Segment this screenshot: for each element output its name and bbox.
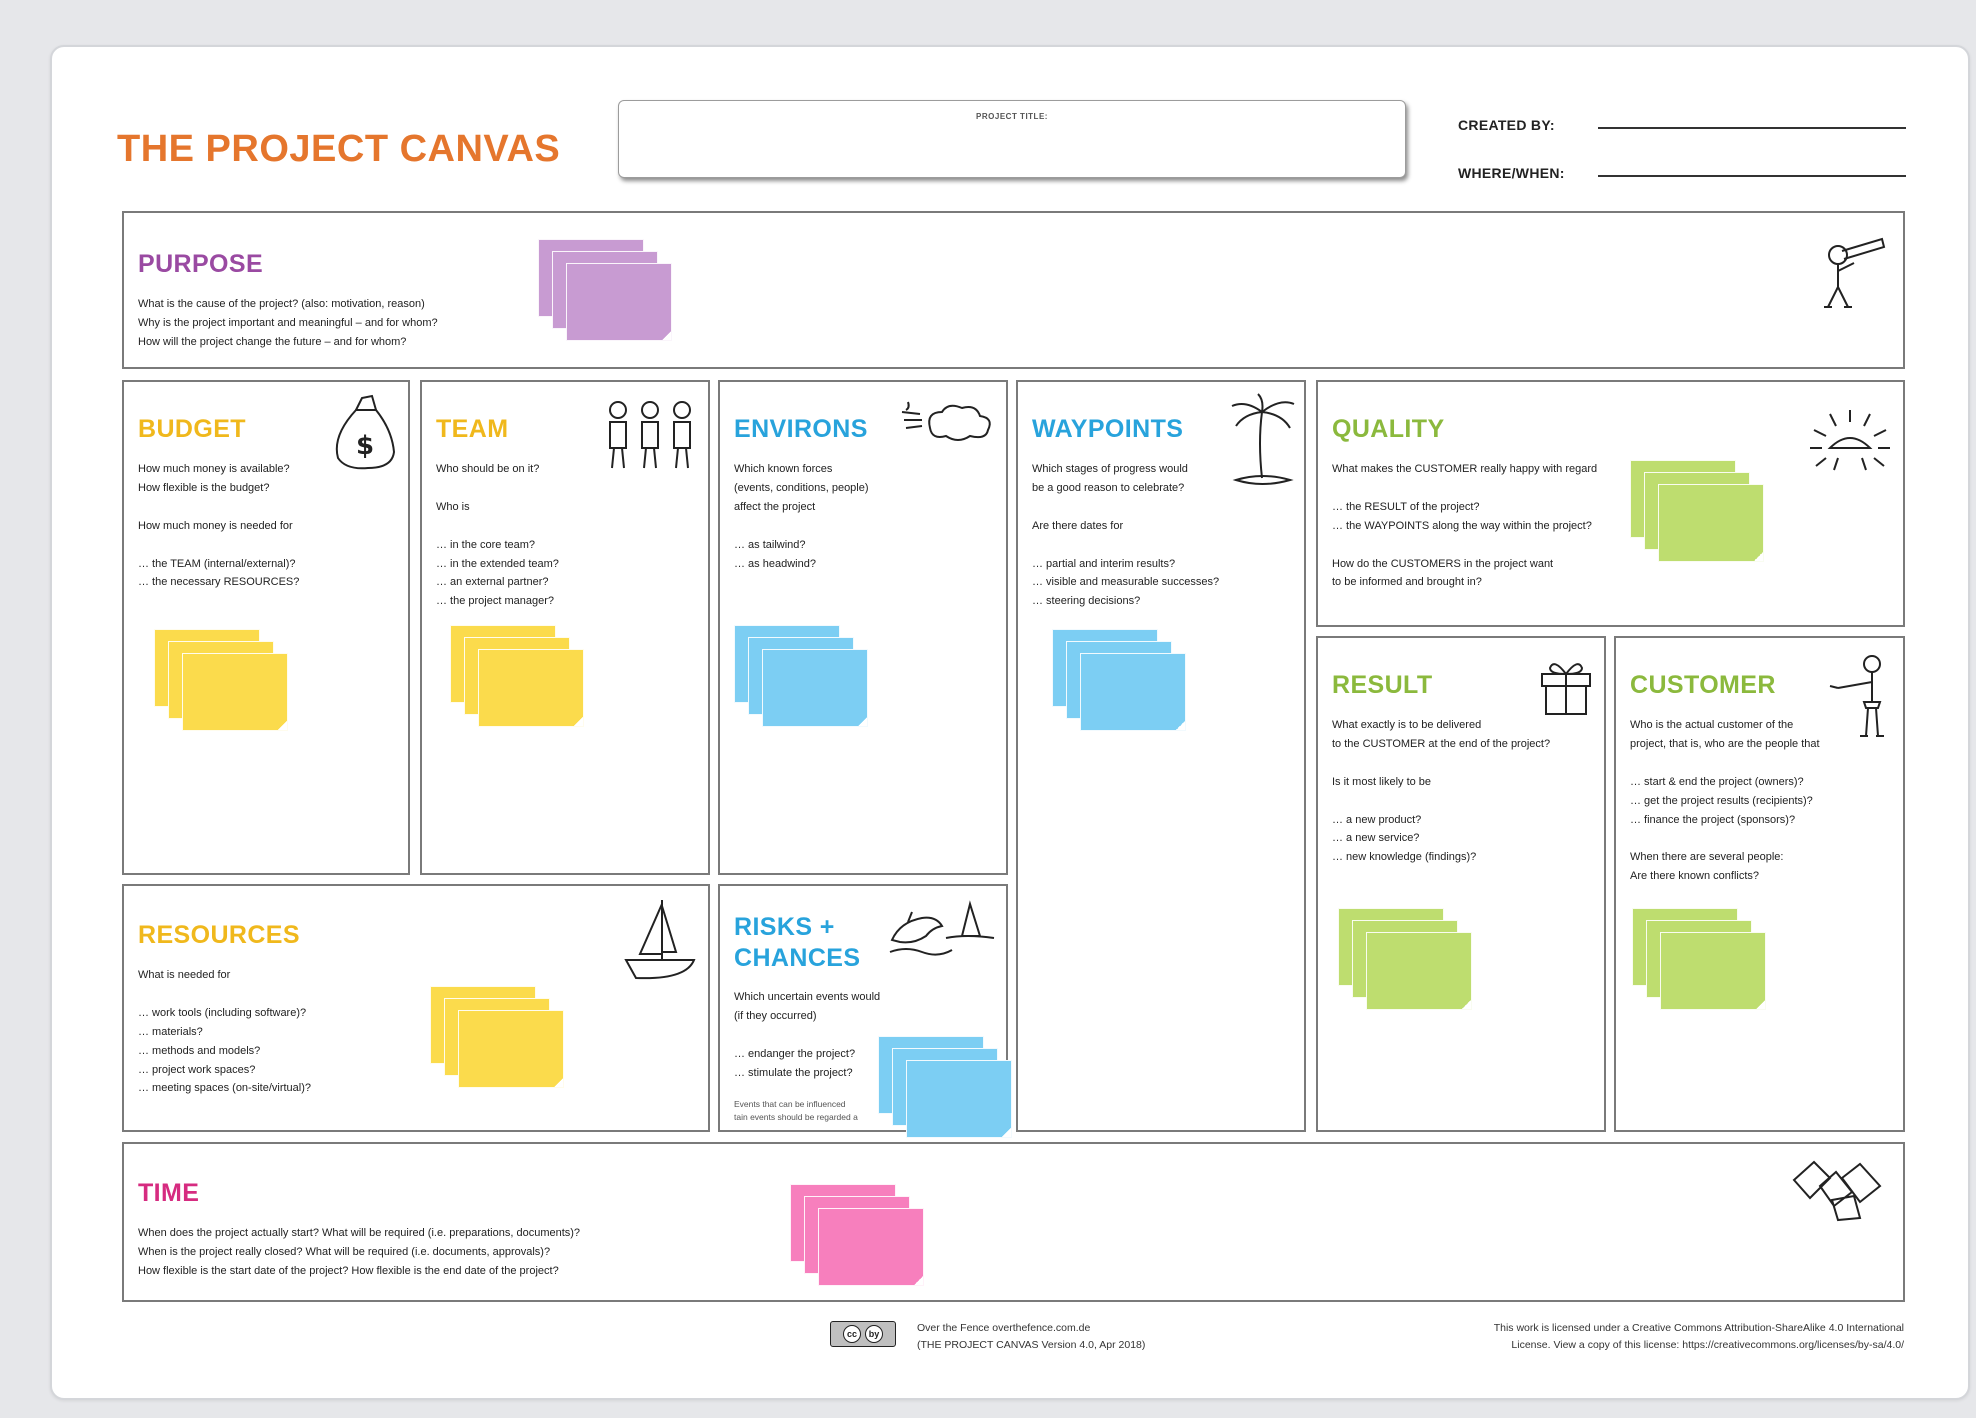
project-title-label: PROJECT TITLE: bbox=[976, 112, 1048, 121]
where-when-line[interactable] bbox=[1598, 175, 1906, 177]
waypoints-sticky-notes[interactable] bbox=[1052, 629, 1186, 731]
risks-box: RISKS + CHANCES Which uncertain events w… bbox=[718, 884, 1012, 1138]
time-text: When does the project actually start? Wh… bbox=[138, 1227, 581, 1277]
budget-box: BUDGET How much money is available? How … bbox=[122, 380, 410, 875]
result-sticky-notes[interactable] bbox=[1338, 908, 1472, 1010]
customer-box: CUSTOMER Who is the actual customer of t… bbox=[1614, 636, 1905, 1132]
team-people-icon bbox=[602, 396, 698, 476]
quality-sticky-notes[interactable] bbox=[1630, 460, 1764, 562]
created-by-label: CREATED BY: bbox=[1458, 117, 1555, 133]
team-text: Who should be on it? Who is … in the cor… bbox=[436, 463, 559, 608]
result-title: RESULT bbox=[1332, 671, 1433, 699]
resources-box: RESOURCES What is needed for … work tool… bbox=[122, 884, 710, 1132]
sun-icon bbox=[1808, 402, 1892, 478]
budget-title: BUDGET bbox=[138, 415, 246, 443]
risks-small-text: Events that can be influenced tain event… bbox=[734, 1099, 858, 1122]
pointing-person-icon bbox=[1828, 652, 1892, 742]
customer-text: Who is the actual customer of the projec… bbox=[1630, 719, 1820, 883]
risks-title: RISKS + CHANCES bbox=[734, 913, 861, 973]
risks-text: Which uncertain events would (if they oc… bbox=[734, 991, 881, 1079]
svg-text:$: $ bbox=[356, 431, 374, 461]
purpose-title: PURPOSE bbox=[138, 250, 264, 278]
quality-text: What makes the CUSTOMER really happy wit… bbox=[1332, 463, 1598, 589]
waypoints-title: WAYPOINTS bbox=[1032, 415, 1184, 443]
sailboat-icon bbox=[622, 898, 698, 984]
wind-cloud-icon bbox=[900, 398, 996, 448]
result-text: What exactly is to be delivered to the C… bbox=[1332, 719, 1551, 864]
budget-sticky-notes[interactable] bbox=[154, 629, 288, 731]
telescope-person-icon bbox=[1814, 233, 1894, 313]
page-title: THE PROJECT CANVAS bbox=[117, 128, 561, 170]
environs-box: ENVIRONS Which known forces (events, con… bbox=[718, 380, 1008, 875]
resources-sticky-notes[interactable] bbox=[430, 986, 564, 1088]
customer-sticky-notes[interactable] bbox=[1632, 908, 1766, 1010]
environs-sticky-notes[interactable] bbox=[734, 625, 868, 727]
time-sticky-notes[interactable] bbox=[790, 1184, 924, 1286]
result-box: RESULT What exactly is to be delivered t… bbox=[1316, 636, 1606, 1132]
created-by-line[interactable] bbox=[1598, 127, 1906, 129]
time-box: TIME When does the project actually star… bbox=[122, 1142, 1905, 1302]
purpose-text: What is the cause of the project? (also:… bbox=[138, 298, 438, 348]
footer-license: This work is licensed under a Creative C… bbox=[1493, 1322, 1904, 1351]
purpose-sticky-notes[interactable] bbox=[538, 239, 672, 341]
environs-title: ENVIRONS bbox=[734, 415, 868, 443]
project-title-field[interactable]: PROJECT TITLE: bbox=[618, 100, 1406, 178]
team-box: TEAM Who should be on it? Who is … in th… bbox=[420, 380, 710, 875]
budget-text: How much money is available? How flexibl… bbox=[138, 463, 300, 589]
dolphin-shark-icon bbox=[886, 900, 996, 960]
environs-text: Which known forces (events, conditions, … bbox=[734, 463, 869, 570]
quality-box: QUALITY What makes the CUSTOMER really h… bbox=[1316, 380, 1905, 627]
time-title: TIME bbox=[138, 1179, 200, 1207]
customer-title: CUSTOMER bbox=[1630, 671, 1776, 699]
resources-text: What is needed for … work tools (includi… bbox=[138, 969, 312, 1095]
calendar-dates-icon bbox=[1790, 1156, 1890, 1222]
gift-icon bbox=[1538, 656, 1594, 716]
waypoints-box: WAYPOINTS Which stages of progress would… bbox=[1016, 380, 1306, 1132]
palm-island-icon bbox=[1228, 392, 1298, 492]
quality-title: QUALITY bbox=[1332, 415, 1445, 443]
waypoints-text: Which stages of progress would be a good… bbox=[1032, 463, 1220, 608]
team-sticky-notes[interactable] bbox=[450, 625, 584, 727]
money-bag-icon: $ bbox=[326, 392, 406, 472]
risks-sticky-notes[interactable] bbox=[878, 1036, 1012, 1138]
where-when-label: WHERE/WHEN: bbox=[1458, 165, 1565, 181]
resources-title: RESOURCES bbox=[138, 921, 300, 949]
footer-credit: Over the Fence overthefence.com.de (THE … bbox=[917, 1322, 1146, 1351]
team-title: TEAM bbox=[436, 415, 509, 443]
purpose-box: PURPOSE What is the cause of the project… bbox=[122, 211, 1905, 369]
